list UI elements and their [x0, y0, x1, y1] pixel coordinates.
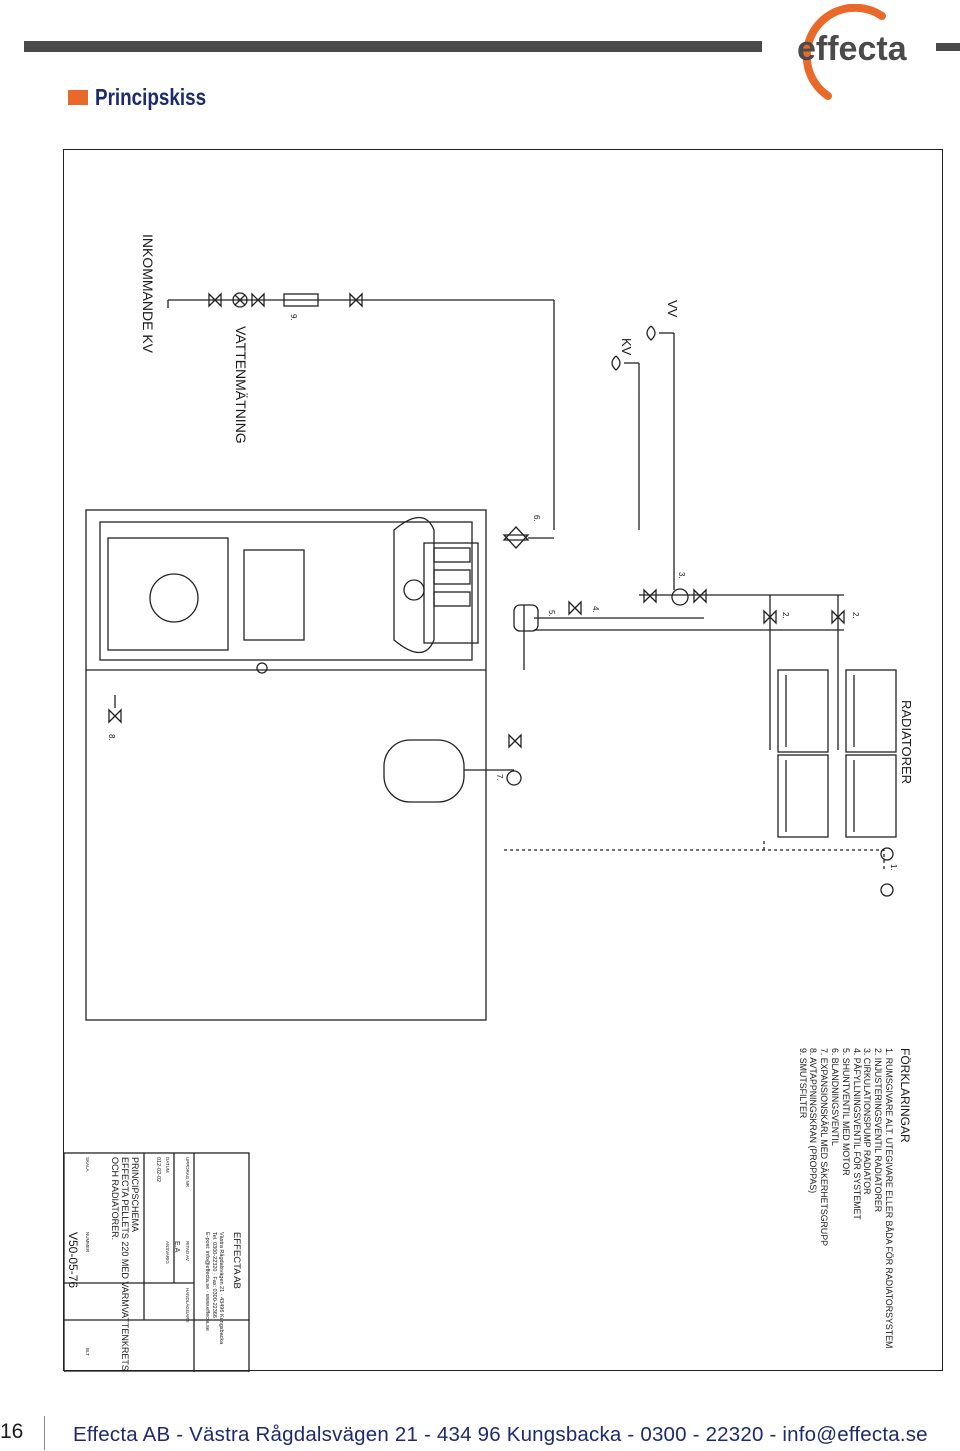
title-block-value-ritad: E.A [173, 1241, 180, 1253]
section-square-icon [68, 89, 88, 105]
title-block-label-datum: DATUM [165, 1157, 170, 1173]
legend-item: 1. RUMSGIVARE ALT. UTEGIVARE ELLER BÅDA … [884, 1048, 894, 1349]
section-title: Principskiss [68, 84, 231, 110]
legend-item: 7. EXPANSIONSKÄRL MED SÄKERHETSGRUPP [819, 1048, 830, 1246]
hot-tap-icon [646, 325, 656, 341]
balancing-valve-2-icon [831, 609, 845, 625]
footer-page-number: 16 [0, 1420, 24, 1443]
sensor-signal-line [504, 849, 885, 870]
label-number-2b: 2. [851, 612, 860, 619]
radiator-3 [777, 754, 829, 838]
legend-item: 3. CIRKULATIONSPUMP RADIATOR [862, 1048, 873, 1195]
radiator-4 [845, 754, 897, 838]
outdoor-sensor-icon [880, 883, 894, 897]
footer-contact-line: Effecta AB - Västra Rågdalsvägen 21 - 43… [73, 1423, 928, 1446]
title-block-principschema: PRINCIPSCHEMA [130, 1157, 140, 1233]
title-block-company: EFFECTA AB [231, 1232, 242, 1289]
label-number-1: 1. [889, 864, 898, 871]
inline-valve-icon [349, 292, 363, 308]
room-sensor-icon [880, 847, 894, 861]
brand-logo-text: effecta [797, 30, 908, 68]
shutoff-valve-icon [251, 292, 265, 308]
mixing-valve-icon [502, 526, 530, 541]
legend-item: 4. PÅFYLLNINGSVENTIL FÖR SYSTEMET [851, 1048, 862, 1220]
title-block-label-blad: BLT [85, 1348, 90, 1356]
label-kv: KV [619, 338, 634, 356]
label-number-7: 7. [495, 774, 504, 781]
title-block [64, 1152, 250, 1372]
title-block-email: E-post: info@effecta.se · www.effecta.se [204, 1232, 211, 1331]
title-block-label-ansvarig: ANSVARIG [165, 1241, 170, 1264]
label-number-3: 3. [677, 572, 686, 579]
title-block-label-skala: SKALA [85, 1157, 90, 1172]
drain-valve-icon [108, 708, 122, 724]
header-rule-right [936, 43, 960, 51]
legend-item: 8. AVTAPPNINGSKRAN (PROPPAS) [808, 1048, 819, 1194]
boiler-door [107, 537, 229, 651]
legend-item: 6. BLANDNINGSVENTIL [830, 1048, 841, 1146]
circulation-pump-icon [671, 588, 689, 606]
water-meter-icon [232, 292, 248, 308]
title-block-label-ritad: RITAD AV [185, 1241, 190, 1261]
pressure-gauge-icon [506, 770, 522, 786]
title-block-label-uppdrag: UPPDRAG NR [185, 1157, 190, 1188]
fill-valve-icon [568, 600, 582, 616]
expansion-vessel-icon [383, 739, 465, 803]
title-block-label-handlaggare: HANDLÄGGARE [185, 1288, 190, 1323]
title-block-drawing-title: PRINCIPSCHEMA EFFECTA PELLETS 220 MED VA… [110, 1157, 140, 1371]
legend-title: FÖRKLARINGAR [898, 1048, 912, 1143]
title-block-value-datum: 012-02-02 [155, 1157, 161, 1183]
legend-item: 5. SHUNTVENTIL MED MOTOR [840, 1048, 851, 1176]
effecta-logo: effecta [772, 3, 942, 104]
title-block-sub1: EFFECTA PELLETS 220 MED VARMVATTENKRETS [120, 1157, 130, 1371]
legend-item: 2. INJUSTERINGSVENTIL RADIATORER [873, 1048, 884, 1213]
check-valve-icon [208, 292, 222, 308]
label-number-5: 5. [547, 610, 556, 617]
boiler-burner-port [149, 573, 199, 623]
legend-list: 1. RUMSGIVARE ALT. UTEGIVARE ELLER BÅDA … [797, 1048, 894, 1348]
dirt-filter-icon [283, 293, 319, 307]
schematic-svg [64, 292, 897, 1372]
cold-tap-icon [611, 355, 621, 371]
label-incoming-kv: INKOMMANDE KV [140, 234, 156, 354]
boiler-body [85, 509, 487, 1021]
radiator-1 [777, 669, 829, 753]
footer-divider [44, 1416, 45, 1450]
section-title-text: Principskiss [95, 83, 207, 110]
title-block-phone: Tel. 0300-22320 · Fax: 0300-22366 [211, 1232, 218, 1318]
legend-item: 9. SMUTSFILTER [797, 1048, 808, 1119]
title-block-value-nummer: V50-05-76 [66, 1232, 80, 1289]
header-rule-left [24, 41, 762, 52]
title-block-contact: Västra Rågdalsvägen 21 · 43496 Kungsback… [204, 1232, 224, 1344]
label-number-2a: 2. [781, 612, 790, 619]
title-block-address: Västra Rågdalsvägen 21 · 43496 Kungsback… [218, 1232, 224, 1345]
label-number-4: 4. [591, 606, 600, 613]
balancing-valve-1-icon [763, 609, 777, 625]
label-radiators: RADIATORER [899, 700, 914, 785]
title-block-sub2: OCH RADIATORER. [110, 1157, 120, 1241]
radiator-2 [845, 669, 897, 753]
safety-valve-icon [508, 733, 522, 749]
schematic-drawing: INKOMMANDE KV VATTENMÄTNING KV VV RADIAT… [63, 149, 943, 1372]
label-number-6: 6. [532, 515, 541, 522]
label-number-9: 9. [289, 314, 298, 321]
label-vv: VV [665, 300, 680, 318]
label-number-8: 8. [107, 734, 116, 741]
title-block-label-nummer: NUMMER [85, 1232, 90, 1253]
label-water-metering: VATTENMÄTNING [233, 326, 249, 444]
boiler-upper-panel [99, 521, 473, 661]
